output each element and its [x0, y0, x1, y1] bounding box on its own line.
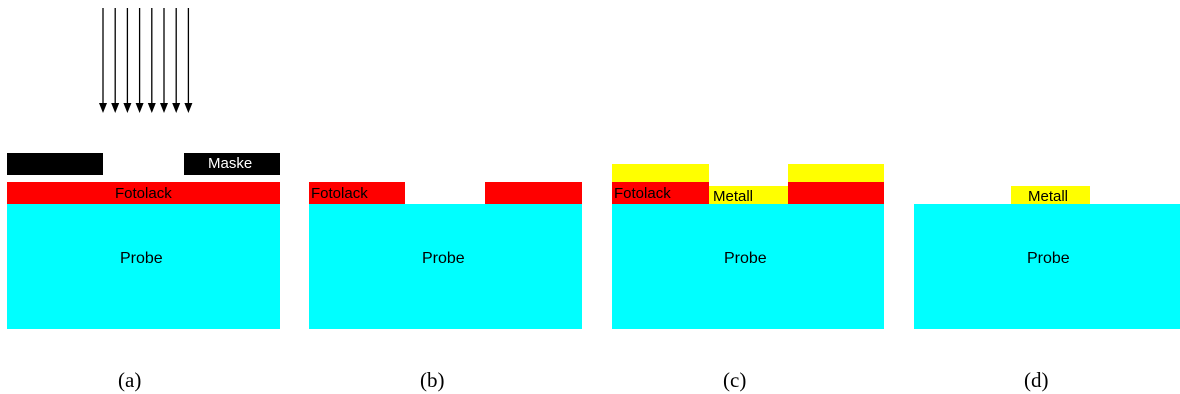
substrate: Probe: [914, 204, 1180, 329]
mask-right: Maske: [184, 153, 280, 175]
metall-label: Metall: [1028, 188, 1069, 205]
probe-label: Probe: [1027, 250, 1070, 267]
caption-c: (c): [723, 368, 747, 392]
probe-label: Probe: [120, 250, 163, 267]
fotolack-label: Fotolack: [614, 185, 671, 202]
maske-label: Maske: [208, 155, 253, 172]
mask-left: [7, 153, 103, 175]
down-arrow-icon: [99, 8, 107, 113]
down-arrow-icon: [123, 8, 132, 113]
substrate: Probe: [612, 204, 884, 329]
down-arrow-icon: [172, 8, 181, 113]
photoresist-left: Fotolack: [612, 182, 709, 204]
down-arrow-icon: [184, 8, 193, 113]
metal-feature: Metall: [1011, 186, 1090, 204]
photoresist-right: [788, 182, 884, 204]
fotolack-label: Fotolack: [115, 185, 172, 202]
fotolack-label: Fotolack: [311, 185, 368, 202]
caption-b: (b): [420, 368, 445, 392]
metal-on-resist-right: [788, 164, 884, 182]
down-arrow-icon: [147, 8, 156, 113]
caption-a: (a): [118, 368, 142, 392]
substrate: Probe: [309, 204, 582, 329]
photoresist-right: [485, 182, 582, 204]
probe-label: Probe: [422, 250, 465, 267]
down-arrow-icon: [135, 8, 144, 113]
photoresist-left: Fotolack: [309, 182, 405, 204]
photoresist-layer: Fotolack: [7, 182, 280, 204]
substrate: Probe: [7, 204, 280, 329]
metall-label: Metall: [713, 188, 754, 205]
probe-label: Probe: [724, 250, 767, 267]
metal-deposit: Metall: [709, 186, 788, 204]
down-arrow-icon: [111, 8, 120, 113]
down-arrow-icon: [160, 8, 168, 113]
caption-d: (d): [1024, 368, 1049, 392]
metal-on-resist-left: [612, 164, 709, 182]
